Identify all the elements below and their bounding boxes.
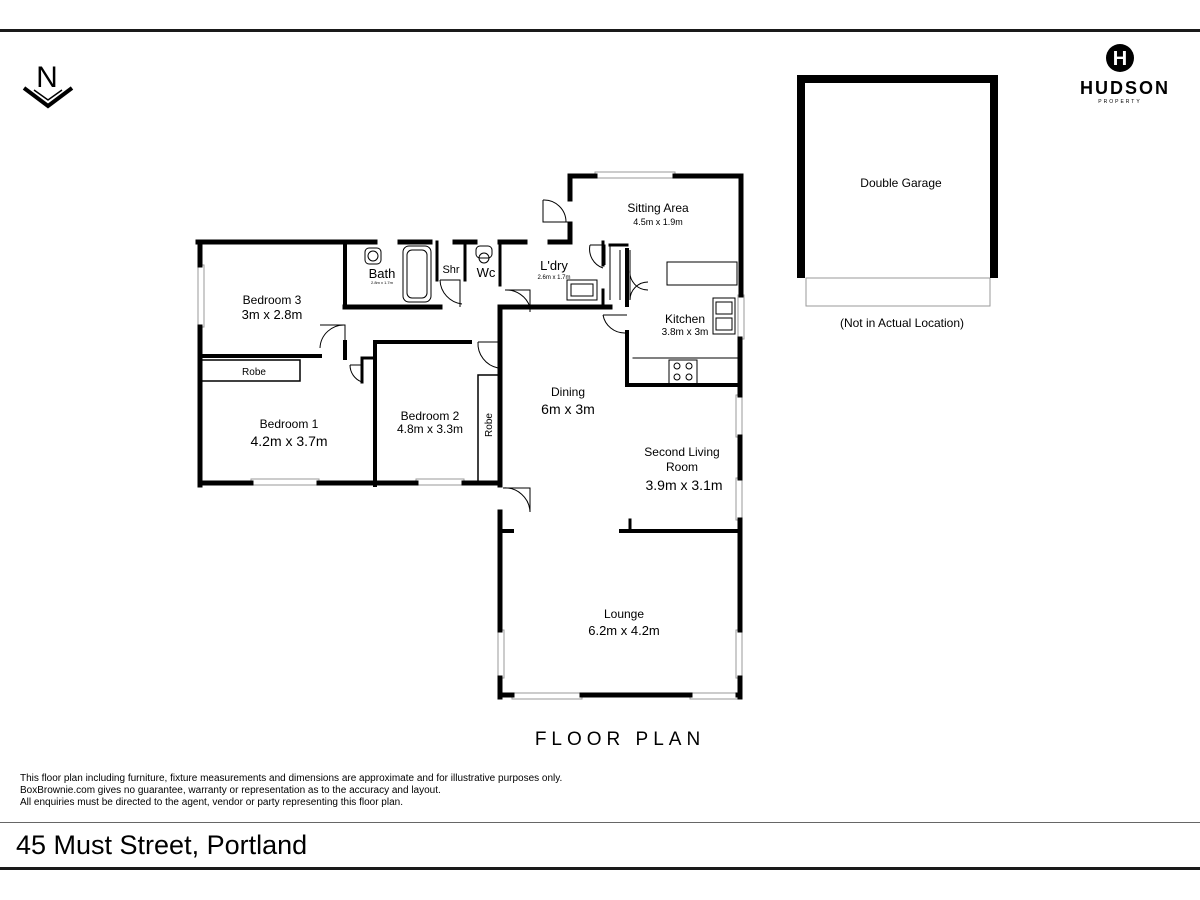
shr-name: Shr: [442, 264, 459, 276]
bath-fixtures: [364, 245, 736, 385]
top-rule: [0, 29, 1200, 32]
sitting-area-name: Sitting Area: [627, 201, 689, 215]
garage-name: Double Garage: [860, 176, 942, 190]
address-divider: [0, 822, 1200, 823]
second-living-dims: 3.9m x 3.1m: [645, 477, 722, 493]
bedroom-1-dims: 4.2m x 3.7m: [250, 433, 327, 449]
logo-letter: H: [1113, 48, 1127, 70]
robe-1-label: Robe: [242, 367, 266, 378]
laundry-dims: 2.6m x 1.7m: [537, 275, 570, 281]
garage-outline: [797, 75, 998, 278]
doors: [319, 199, 649, 513]
disclaimer-line: This floor plan including furniture, fix…: [20, 773, 563, 784]
sitting-area-dims: 4.5m x 1.9m: [633, 217, 683, 227]
bedroom-2-dims: 4.8m x 3.3m: [397, 422, 463, 436]
room-labels: Sitting Area 4.5m x 1.9m Bath 2.8m x 1.7…: [242, 176, 964, 638]
plan-title: FLOOR PLAN: [534, 729, 706, 750]
wc-name: Wc: [477, 265, 496, 280]
disclaimer-line: BoxBrownie.com gives no guarantee, warra…: [20, 785, 441, 796]
north-arrow-icon: N: [22, 61, 74, 109]
dining-name: Dining: [551, 385, 585, 399]
bath-name: Bath: [369, 266, 396, 281]
lounge-name: Lounge: [604, 607, 644, 621]
lounge-dims: 6.2m x 4.2m: [588, 623, 660, 638]
dining-dims: 6m x 3m: [541, 401, 595, 417]
second-living-name-1: Second Living: [644, 445, 719, 459]
disclaimer-line: All enquiries must be directed to the ag…: [20, 797, 403, 808]
bottom-rule: [0, 867, 1200, 870]
brand-sub: PROPERTY: [1098, 99, 1142, 105]
hudson-logo: H HUDSON PROPERTY: [1080, 43, 1171, 107]
bedroom-2-name: Bedroom 2: [401, 409, 460, 423]
garage-note: (Not in Actual Location): [840, 316, 964, 330]
compass-letter: N: [36, 61, 58, 94]
disclaimer: This floor plan including furniture, fix…: [20, 773, 562, 809]
laundry-name: L'dry: [540, 258, 568, 273]
property-address: 45 Must Street, Portland: [16, 830, 308, 860]
kitchen-name: Kitchen: [665, 312, 705, 326]
kitchen-dims: 3.8m x 3m: [662, 327, 709, 338]
bedroom-3-dims: 3m x 2.8m: [242, 307, 303, 322]
walls: [195, 173, 744, 700]
brand-name: HUDSON: [1080, 78, 1171, 98]
bedroom-1-name: Bedroom 1: [260, 417, 319, 431]
bedroom-3-name: Bedroom 3: [243, 293, 302, 307]
robe-2-label: Robe: [484, 413, 495, 437]
second-living-name-2: Room: [666, 460, 698, 474]
bath-dims: 2.8m x 1.7m: [371, 280, 394, 285]
